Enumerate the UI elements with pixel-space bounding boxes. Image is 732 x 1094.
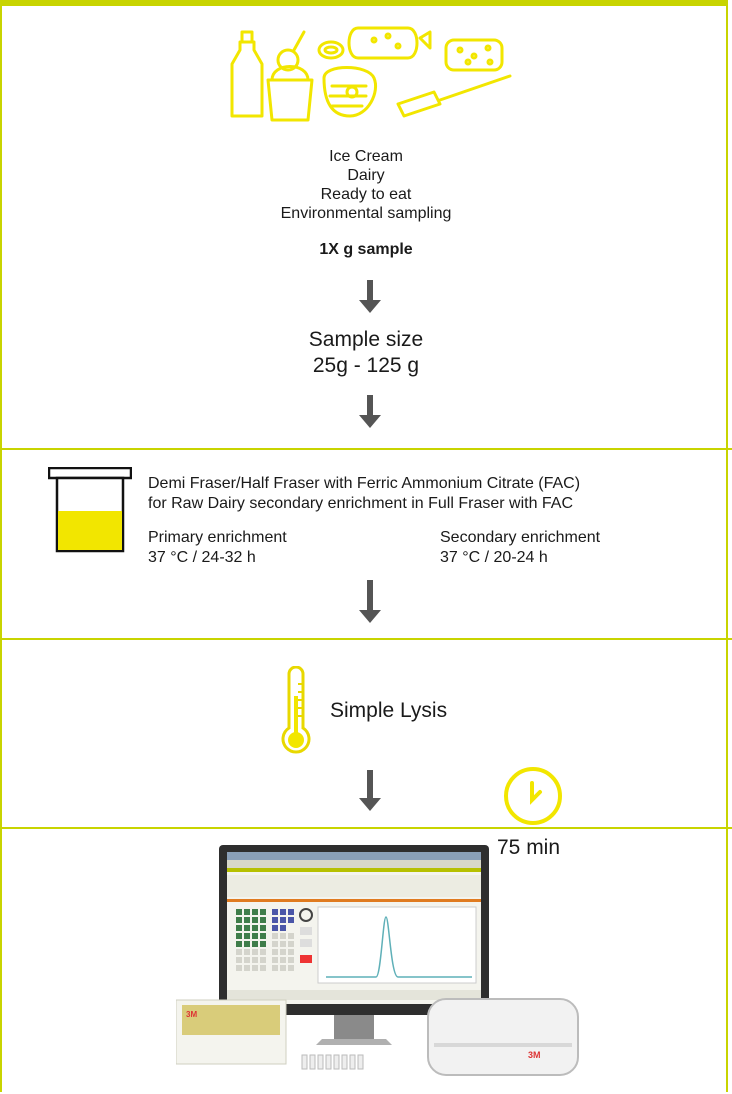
svg-text:3M: 3M (528, 1050, 541, 1060)
arrow-down-icon (359, 770, 381, 811)
enrichment-description-line1: Demi Fraser/Half Fraser with Ferric Ammo… (148, 475, 581, 492)
section-divider (0, 638, 732, 640)
section-divider (0, 827, 732, 829)
arrow-down-icon (359, 280, 381, 313)
food-type-label: Dairy (347, 167, 385, 184)
sample-size-range: 25g - 125 g (312, 354, 420, 377)
detection-system-illustration: 3M 3M (176, 845, 579, 1076)
svg-text:3M: 3M (186, 1010, 197, 1019)
primary-enrichment-label: Primary enrichment (148, 529, 287, 546)
primary-enrichment-value: 37 °C / 24-32 h (148, 549, 256, 566)
food-products-icon (230, 26, 512, 122)
food-type-label: Ready to eat (320, 186, 412, 203)
sample-note: 1X g sample (319, 241, 413, 258)
arrow-down-icon (359, 580, 381, 623)
simple-lysis-label: Simple Lysis (330, 699, 448, 722)
clock-icon (504, 767, 562, 825)
enrichment-description-line2: for Raw Dairy secondary enrichment in Fu… (148, 495, 574, 512)
food-type-label: Environmental sampling (280, 205, 452, 222)
secondary-enrichment-value: 37 °C / 20-24 h (440, 549, 548, 566)
arrow-down-icon (359, 395, 381, 428)
food-type-label: Ice Cream (329, 148, 403, 165)
enrichment-container-icon (48, 467, 132, 553)
secondary-enrichment-label: Secondary enrichment (440, 529, 601, 546)
thermometer-icon (281, 666, 311, 754)
sample-size-title: Sample size (308, 328, 424, 351)
time-label: 75 min (497, 836, 561, 859)
section-divider (0, 448, 732, 450)
